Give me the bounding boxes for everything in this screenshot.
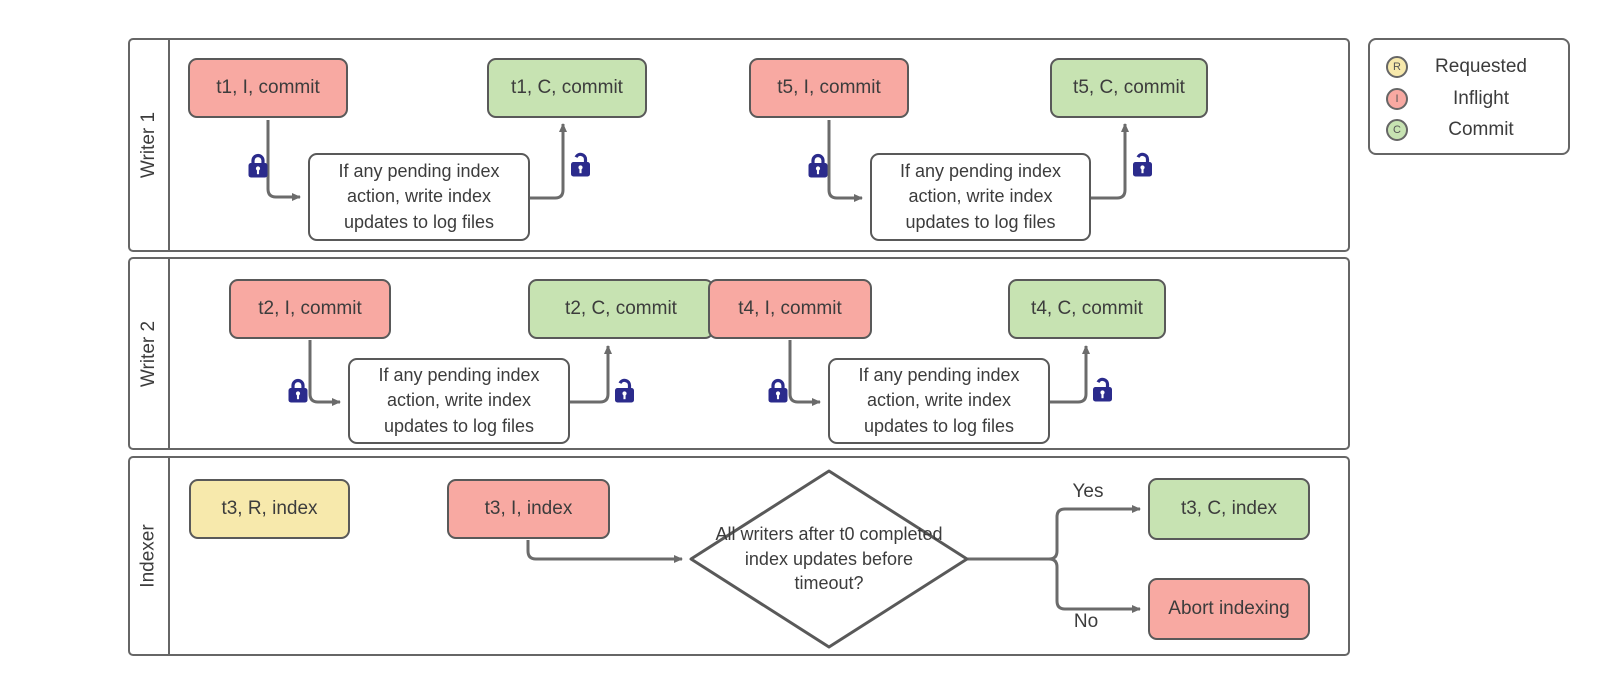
- node-t4-commit: t4, C, commit: [1008, 279, 1166, 339]
- node-abort-indexing: Abort indexing: [1148, 578, 1310, 640]
- node-process-writer1-a: If any pending index action, write index…: [308, 153, 530, 241]
- legend-label: Requested: [1435, 56, 1527, 77]
- commit-state-icon: C: [1386, 119, 1408, 141]
- legend-symbol: I: [1395, 92, 1399, 105]
- legend-symbol: R: [1393, 61, 1401, 73]
- legend-item-requested: R Requested: [1386, 54, 1554, 80]
- node-t4-inflight: t4, I, commit: [708, 279, 872, 339]
- node-t3-requested: t3, R, index: [189, 479, 350, 539]
- node-process-writer2-a: If any pending index action, write index…: [348, 358, 570, 444]
- swimlane-writer1-header: Writer 1: [130, 40, 170, 250]
- node-t1-inflight: t1, I, commit: [188, 58, 348, 118]
- legend-label: Inflight: [1453, 87, 1509, 109]
- lane-label: Indexer: [138, 524, 159, 588]
- inflight-state-icon: I: [1386, 87, 1408, 110]
- legend: R Requested I Inflight C Commit: [1368, 38, 1570, 155]
- node-t3-commit: t3, C, index: [1148, 478, 1310, 540]
- swimlane-writer2-header: Writer 2: [130, 259, 170, 448]
- swimlane-indexer-header: Indexer: [130, 458, 170, 654]
- yes-branch-label: Yes: [1072, 481, 1104, 502]
- legend-label: Commit: [1448, 119, 1514, 140]
- legend-item-commit: C Commit: [1386, 117, 1554, 143]
- legend-item-inflight: I Inflight: [1386, 86, 1554, 112]
- no-branch-label: No: [1073, 611, 1099, 632]
- node-t2-inflight: t2, I, commit: [229, 279, 391, 339]
- lane-label: Writer 2: [138, 320, 160, 387]
- node-process-writer2-b: If any pending index action, write index…: [828, 358, 1050, 444]
- legend-symbol: C: [1393, 124, 1401, 136]
- node-t5-commit: t5, C, commit: [1050, 58, 1208, 118]
- requested-state-icon: R: [1386, 56, 1408, 78]
- node-t5-inflight: t5, I, commit: [749, 58, 909, 118]
- node-t2-commit: t2, C, commit: [528, 279, 714, 339]
- node-t1-commit: t1, C, commit: [487, 58, 647, 118]
- decision-text: All writers after t0 completed index upd…: [715, 523, 943, 594]
- lane-label: Writer 1: [138, 111, 160, 179]
- node-t3-inflight: t3, I, index: [447, 479, 610, 539]
- node-process-writer1-b: If any pending index action, write index…: [870, 153, 1091, 241]
